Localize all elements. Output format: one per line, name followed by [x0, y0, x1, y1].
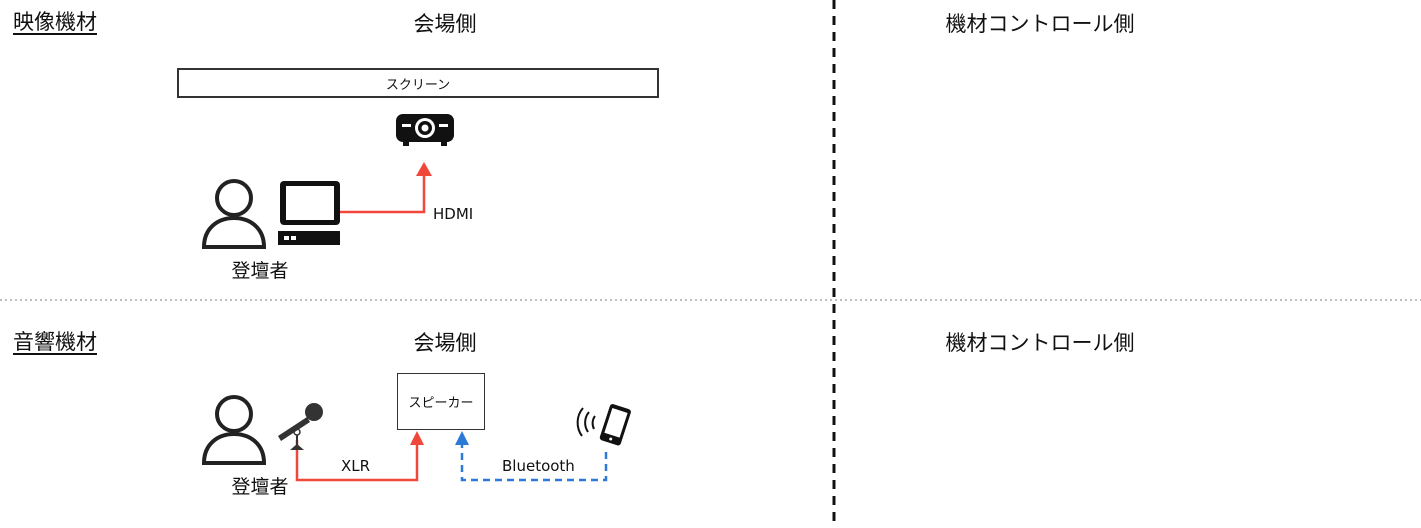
video-presenter-label: 登壇者	[231, 260, 289, 282]
xlr-label: XLR	[341, 457, 371, 475]
projector-icon	[396, 114, 454, 146]
speaker-box: スピーカー	[397, 373, 485, 430]
xlr-arrowhead	[410, 431, 424, 445]
xlr-connection	[295, 440, 419, 482]
video-venue-side-label: 会場側	[413, 12, 477, 36]
computer-icon	[278, 181, 340, 245]
hdmi-label: HDMI	[433, 205, 474, 223]
smartphone-icon	[576, 404, 631, 446]
audio-presenter-label: 登壇者	[231, 476, 289, 498]
person-icon	[201, 179, 267, 249]
screen-box: スクリーン	[177, 68, 659, 98]
bluetooth-arrowhead	[455, 431, 469, 445]
bluetooth-connection	[460, 444, 608, 482]
microphone-icon	[278, 403, 323, 450]
audio-venue-side-label: 会場側	[413, 331, 477, 355]
audio-control-side-label: 機材コントロール側	[945, 331, 1135, 355]
video-control-side-label: 機材コントロール側	[945, 12, 1135, 36]
screen-label: スクリーン	[385, 77, 451, 93]
audio-section-title: 音響機材	[13, 330, 97, 354]
speaker-label: スピーカー	[408, 396, 474, 411]
person-icon	[201, 395, 267, 465]
hdmi-arrowhead	[416, 162, 432, 176]
bluetooth-label: Bluetooth	[502, 457, 575, 475]
video-section-title: 映像機材	[13, 10, 97, 34]
hdmi-connection	[340, 175, 426, 214]
